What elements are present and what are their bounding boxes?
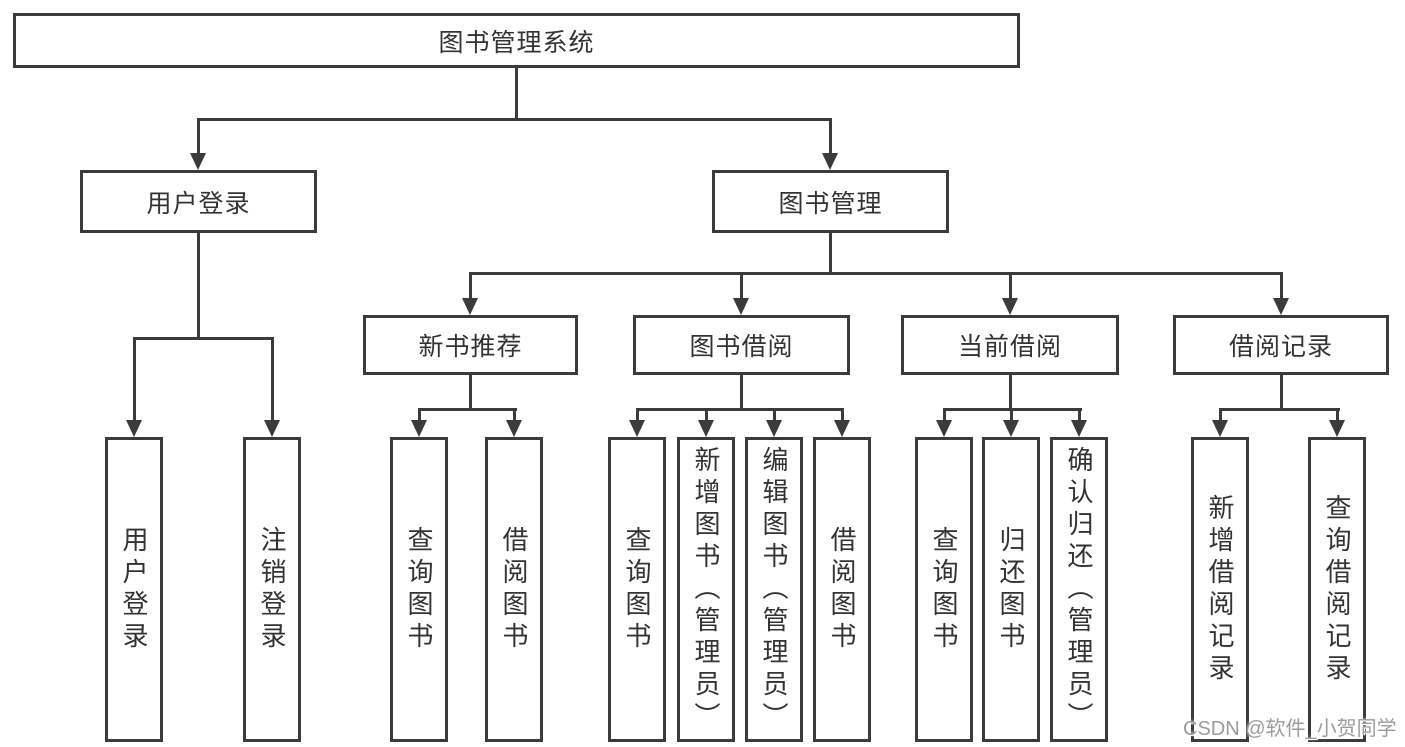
arrow-down-icon xyxy=(629,420,645,437)
arrow-down-icon xyxy=(766,420,782,437)
node-user-login-label: 用户登录 xyxy=(146,189,251,218)
leaf-return-books-label: 归还图书 xyxy=(996,525,1026,654)
leaf-query-books-borrowing: 查询图书 xyxy=(608,437,666,742)
arrow-down-icon xyxy=(411,420,427,437)
leaf-edit-books-admin: 编辑图书（管理员） xyxy=(745,437,803,742)
arrow-down-icon xyxy=(462,298,478,315)
arrow-down-icon xyxy=(264,420,280,437)
connector-line xyxy=(773,408,776,423)
arrow-down-icon xyxy=(126,420,142,437)
connector-line xyxy=(636,408,843,411)
connector-line xyxy=(197,118,200,156)
leaf-add-books-admin-label: 新增图书（管理员） xyxy=(691,445,721,734)
connector-line xyxy=(705,408,708,423)
arrow-down-icon xyxy=(190,153,206,170)
node-user-login: 用户登录 xyxy=(80,170,317,233)
node-book-borrowing: 图书借阅 xyxy=(633,315,850,375)
arrow-down-icon xyxy=(1212,420,1228,437)
leaf-user-login-label: 用户登录 xyxy=(119,525,149,654)
connector-line xyxy=(1280,272,1283,301)
leaf-query-books-current: 查询图书 xyxy=(915,437,973,742)
connector-line xyxy=(740,272,743,301)
leaf-borrow-books-label: 借阅图书 xyxy=(827,525,857,654)
leaf-return-books: 归还图书 xyxy=(982,437,1040,742)
leaf-borrow-books: 借阅图书 xyxy=(813,437,871,742)
connector-line xyxy=(1336,408,1339,423)
connector-line xyxy=(829,118,832,156)
connector-line xyxy=(469,375,472,411)
arrow-down-icon xyxy=(1003,420,1019,437)
arrow-down-icon xyxy=(506,420,522,437)
connector-line xyxy=(418,408,517,411)
arrow-down-icon xyxy=(698,420,714,437)
csdn-watermark: CSDN @软件_小贺同学 xyxy=(1183,718,1397,740)
arrow-down-icon xyxy=(1329,420,1345,437)
connector-line xyxy=(636,408,639,423)
leaf-add-borrow-record: 新增借阅记录 xyxy=(1191,437,1249,742)
leaf-query-books-borrowing-label: 查询图书 xyxy=(622,525,652,654)
node-root: 图书管理系统 xyxy=(13,13,1020,68)
node-root-label: 图书管理系统 xyxy=(438,28,595,57)
connector-line xyxy=(197,118,832,121)
connector-line xyxy=(271,337,274,423)
arrow-down-icon xyxy=(1273,298,1289,315)
arrow-down-icon xyxy=(936,420,952,437)
connector-line xyxy=(469,272,1283,275)
arrow-down-icon xyxy=(1002,298,1018,315)
leaf-confirm-return-admin: 确认归还（管理员） xyxy=(1050,437,1108,742)
leaf-confirm-return-admin-label: 确认归还（管理员） xyxy=(1064,445,1094,734)
connector-line xyxy=(513,408,516,423)
node-borrowing-records: 借阅记录 xyxy=(1173,315,1389,375)
connector-line xyxy=(515,68,518,118)
connector-line xyxy=(1280,375,1283,411)
leaf-query-borrow-record-label: 查询借阅记录 xyxy=(1322,493,1352,686)
node-current-borrowing-label: 当前借阅 xyxy=(957,333,1062,361)
connector-line xyxy=(841,408,844,423)
connector-line xyxy=(1010,408,1013,423)
connector-line xyxy=(1009,375,1012,411)
arrow-down-icon xyxy=(822,153,838,170)
node-book-borrowing-label: 图书借阅 xyxy=(689,333,794,361)
leaf-query-books-recommend-label: 查询图书 xyxy=(404,525,434,654)
connector-line xyxy=(133,337,274,340)
node-new-book-recommendation-label: 新书推荐 xyxy=(418,333,523,361)
node-book-management: 图书管理 xyxy=(712,170,949,233)
leaf-add-books-admin: 新增图书（管理员） xyxy=(677,437,735,742)
connector-line xyxy=(469,272,472,301)
connector-line xyxy=(418,408,421,423)
connector-line xyxy=(829,233,832,275)
leaf-query-books-recommend: 查询图书 xyxy=(390,437,448,742)
connector-line xyxy=(1219,408,1222,423)
arrow-down-icon xyxy=(834,420,850,437)
leaf-logout-label: 注销登录 xyxy=(257,525,287,654)
node-borrowing-records-label: 借阅记录 xyxy=(1228,333,1333,361)
arrow-down-icon xyxy=(1071,420,1087,437)
node-current-borrowing: 当前借阅 xyxy=(901,315,1119,375)
leaf-query-books-current-label: 查询图书 xyxy=(929,525,959,654)
leaf-add-borrow-record-label: 新增借阅记录 xyxy=(1205,493,1235,686)
connector-line xyxy=(197,233,200,340)
leaf-query-borrow-record: 查询借阅记录 xyxy=(1308,437,1366,742)
leaf-borrow-books-recommend: 借阅图书 xyxy=(485,437,543,742)
connector-line xyxy=(740,375,743,411)
node-new-book-recommendation: 新书推荐 xyxy=(363,315,578,375)
arrow-down-icon xyxy=(733,298,749,315)
leaf-edit-books-admin-label: 编辑图书（管理员） xyxy=(759,445,789,734)
connector-line xyxy=(133,337,136,423)
connector-line xyxy=(943,408,946,423)
leaf-borrow-books-recommend-label: 借阅图书 xyxy=(499,525,529,654)
connector-line xyxy=(1219,408,1340,411)
connector-line xyxy=(1009,272,1012,301)
leaf-user-login: 用户登录 xyxy=(105,437,163,742)
node-book-management-label: 图书管理 xyxy=(778,189,883,218)
leaf-logout: 注销登录 xyxy=(243,437,301,742)
connector-line xyxy=(1078,408,1081,423)
